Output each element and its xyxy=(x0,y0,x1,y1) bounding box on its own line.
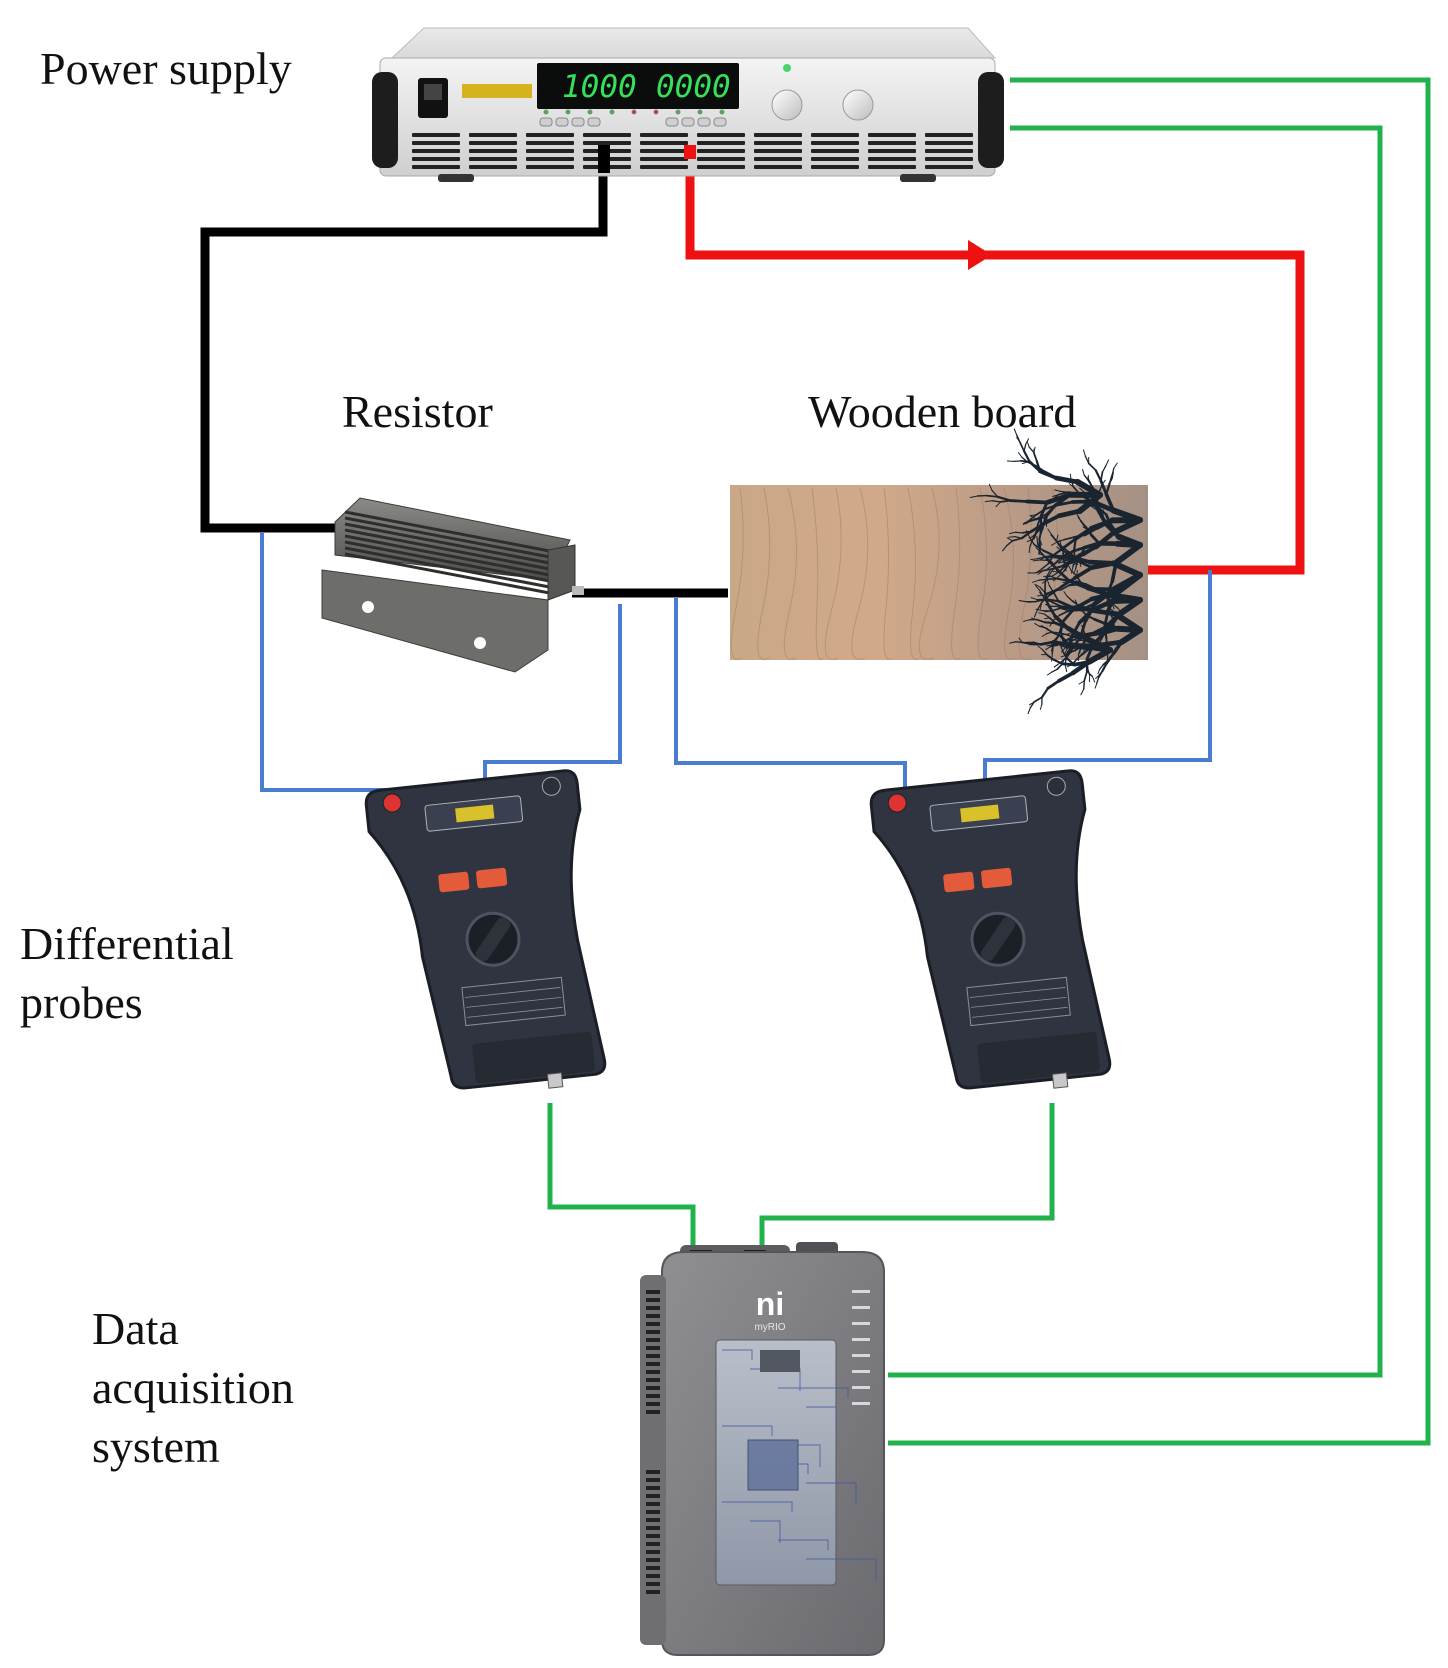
daq-model-label: myRIO xyxy=(754,1322,785,1333)
label-differential-probes: Differential probes xyxy=(20,915,234,1033)
brand-badge xyxy=(462,84,532,98)
green-wire-probe1-daq xyxy=(550,1103,693,1265)
label-wooden-board-text: Wooden board xyxy=(808,383,1076,442)
voltage-readout: 1000 xyxy=(562,69,637,105)
voltage-knob xyxy=(772,90,802,120)
label-power-supply: Power supply xyxy=(40,40,292,99)
differential-probe-right xyxy=(870,770,1114,1104)
label-resistor: Resistor xyxy=(342,383,493,442)
current-knob xyxy=(843,90,873,120)
label-resistor-text: Resistor xyxy=(342,383,493,442)
label-daq-line2: acquisition xyxy=(92,1359,294,1418)
current-direction-arrow xyxy=(968,240,992,270)
label-probes-line2: probes xyxy=(20,974,234,1033)
black-wire-ps-resistor xyxy=(205,170,603,528)
current-readout: 0000 xyxy=(656,69,731,105)
label-daq-line1: Data xyxy=(92,1300,294,1359)
label-daq-line3: system xyxy=(92,1418,294,1477)
status-led xyxy=(783,64,791,72)
ni-logo: ni xyxy=(756,1286,784,1322)
positive-terminal xyxy=(684,145,696,159)
label-wooden-board: Wooden board xyxy=(808,383,1076,442)
wooden-board xyxy=(730,429,1148,713)
data-acquisition-device: ni myRIO xyxy=(640,1242,884,1655)
differential-probe-left xyxy=(365,770,609,1104)
label-data-acquisition-system: Data acquisition system xyxy=(92,1300,294,1477)
label-probes-line1: Differential xyxy=(20,915,234,974)
label-power-supply-text: Power supply xyxy=(40,40,292,99)
green-wire-probe2-daq xyxy=(762,1103,1052,1265)
resistor xyxy=(322,498,584,672)
negative-terminal xyxy=(598,145,610,173)
power-supply-unit: 1000 0000 xyxy=(372,28,1004,182)
green-wire-ps-daq-inner xyxy=(888,128,1380,1375)
